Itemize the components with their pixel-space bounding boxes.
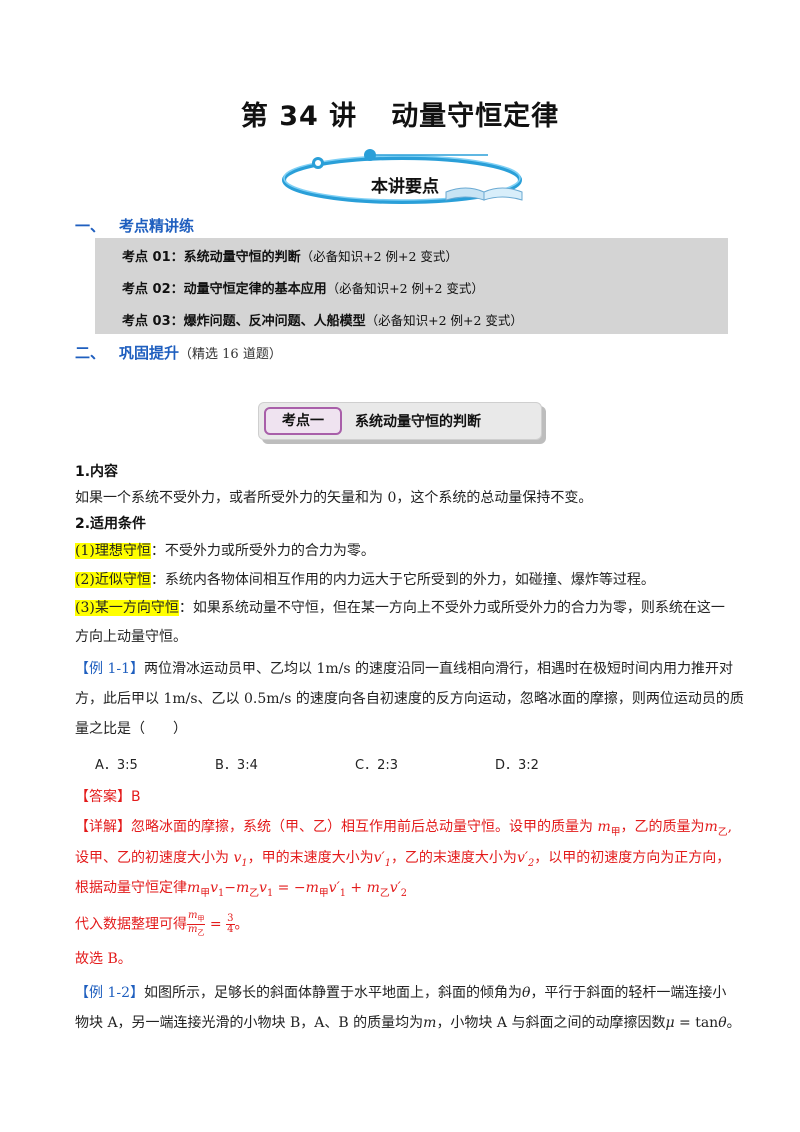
condition-3-cont: 方向上动量守恒。 — [75, 629, 187, 645]
content-heading-2: 2.适用条件 — [75, 516, 147, 532]
example-2-line-2: 物块 A，另一端连接光滑的小物块 B，A、B 的质量均为m，小物块 A 与斜面之… — [75, 1015, 741, 1031]
option-d[interactable]: D．3:2 — [495, 758, 539, 773]
example-1-line-1: 【例 1-1】两位滑冰运动员甲、乙均以 1m/s 的速度沿同一直线相向滑行，相遇… — [75, 661, 733, 677]
banner-label: 本讲要点 — [371, 177, 439, 197]
option-a[interactable]: A．3:5 — [95, 758, 138, 773]
detail-line-5: 故选 B。 — [75, 951, 132, 967]
condition-3-label: (3)某一方向守恒 — [75, 600, 179, 616]
kaodian-title: 系统动量守恒的判断 — [355, 414, 481, 430]
detail-line-2: 设甲、乙的初速度大小为 v1，甲的末速度大小为v′1，乙的末速度大小为v′2，以… — [75, 850, 731, 869]
condition-1-label: (1)理想守恒 — [75, 543, 151, 559]
example-1-line-2: 方，此后甲以 1m/s、乙以 0.5m/s 的速度向各自初速度的反方向运动，忽略… — [75, 691, 744, 707]
toc-item-1[interactable]: 考点 01：系统动量守恒的判断（必备知识+2 例+2 变式） — [122, 249, 458, 265]
title-topic: 动量守恒定律 — [391, 101, 560, 132]
kaodian-tag: 考点一 — [264, 407, 342, 435]
section-heading-1: 一、考点精讲练 — [75, 217, 195, 235]
condition-1: (1)理想守恒：不受外力或所受外力的合力为零。 — [75, 543, 375, 559]
condition-2: (2)近似守恒：系统内各物体间相互作用的内力远大于它所受到的外力，如碰撞、爆炸等… — [75, 572, 655, 588]
detail-tag: 【详解】 — [75, 819, 131, 835]
section-heading-2: 二、巩固提升（精选 16 道题） — [75, 344, 282, 362]
page-title: 第 34 讲 动量守恒定律 — [0, 94, 800, 133]
content-paragraph-1: 如果一个系统不受外力，或者所受外力的矢量和为 0，这个系统的总动量保持不变。 — [75, 490, 593, 506]
orbit-banner-icon — [282, 149, 523, 204]
example-1-line-3: 量之比是（ ） — [75, 721, 187, 737]
detail-line-3: 根据动量守恒定律m甲v1−m乙v1 = −m甲v′1 + m乙v′2 — [75, 880, 408, 899]
answer-tag: 【答案】 — [75, 789, 131, 805]
toc-item-2[interactable]: 考点 02：动量守恒定律的基本应用（必备知识+2 例+2 变式） — [122, 281, 484, 297]
condition-2-label: (2)近似守恒 — [75, 572, 151, 588]
option-b[interactable]: B．3:4 — [215, 758, 258, 773]
title-lecture: 第 34 讲 — [240, 101, 358, 132]
toc-box — [95, 238, 728, 334]
toc-item-3[interactable]: 考点 03：爆炸问题、反冲问题、人船模型（必备知识+2 例+2 变式） — [122, 313, 523, 329]
example-1-tag: 【例 1-1】 — [75, 661, 144, 677]
condition-3: (3)某一方向守恒：如果系统动量不守恒，但在某一方向上不受外力或所受外力的合力为… — [75, 600, 725, 616]
answer-value: B — [131, 789, 141, 805]
example-2-line-1: 【例 1-2】如图所示，足够长的斜面体静置于水平地面上，斜面的倾角为θ，平行于斜… — [75, 985, 727, 1001]
detail-line-1: 【详解】忽略冰面的摩擦，系统（甲、乙）相互作用前后总动量守恒。设甲的质量为 m甲… — [75, 819, 733, 838]
option-c[interactable]: C．2:3 — [355, 758, 398, 773]
answer-line: 【答案】B — [75, 787, 141, 807]
example-2-tag: 【例 1-2】 — [75, 985, 144, 1001]
book-icon — [445, 187, 523, 201]
kaodian-banner: 考点一 系统动量守恒的判断 — [258, 402, 546, 444]
content-heading-1: 1.内容 — [75, 464, 119, 480]
